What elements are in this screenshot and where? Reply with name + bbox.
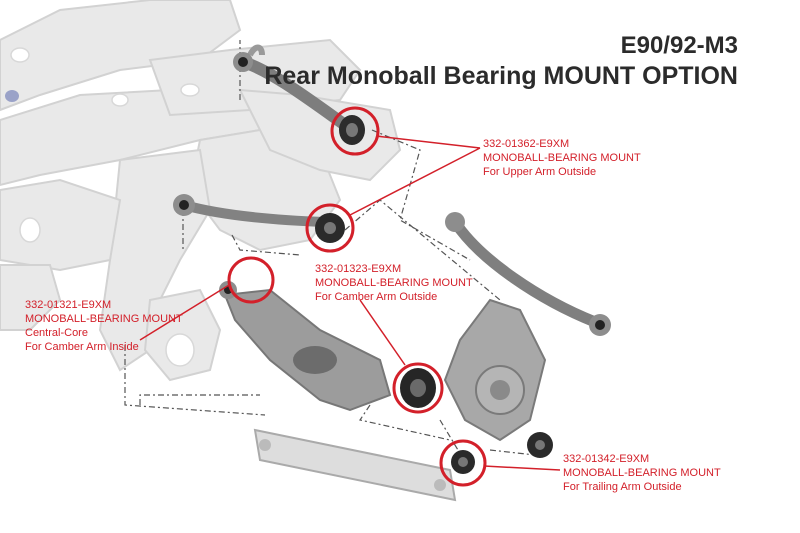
part-name: MONOBALL-BEARING MOUNT: [315, 277, 473, 289]
trailing-arm: [253, 428, 457, 502]
highlight-circles: [227, 106, 487, 487]
part-detail: For Camber Arm Inside: [25, 341, 139, 353]
model-title: E90/92-M3: [620, 32, 738, 59]
part-number: 332-01342-E9XM: [563, 453, 650, 465]
bushing-camber-arm-outside-detail: [400, 368, 436, 408]
part-name: MONOBALL-BEARING MOUNT: [563, 467, 721, 479]
part-number: 332-01362-E9XM: [483, 138, 570, 150]
part-detail: For Upper Arm Outside: [483, 166, 597, 178]
page-title: Rear Monoball Bearing MOUNT OPTION: [264, 62, 738, 90]
highlight-upper-arm-outside: [330, 106, 380, 156]
part-name: MONOBALL-BEARING MOUNT: [483, 152, 641, 164]
wheel-knuckle: [443, 298, 547, 442]
toe-link: [445, 212, 611, 336]
subframe-mount-highlight: [5, 90, 19, 102]
bushing-knuckle: [527, 432, 553, 458]
highlight-trailing-arm-outside: [439, 439, 487, 487]
callout-trailing-arm-outside: 332-01342-E9XM MONOBALL-BEARING MOUNT Fo…: [563, 452, 721, 494]
upper-control-arm: [233, 44, 351, 131]
part-detail: Central-Core: [25, 327, 88, 339]
subframe-holes: [10, 47, 200, 367]
part-number: 332-01323-E9XM: [315, 263, 402, 275]
rear-subframe: [0, 0, 402, 382]
callout-upper-arm-outside: 332-01362-E9XM MONOBALL-BEARING MOUNT Fo…: [483, 137, 641, 179]
bushing-upper-arm: [339, 115, 365, 145]
callout-camber-arm-outside: 332-01323-E9XM MONOBALL-BEARING MOUNT Fo…: [315, 262, 473, 304]
part-detail: For Camber Arm Outside: [315, 291, 438, 303]
callout-leader-lines: [139, 135, 561, 471]
highlight-camber-detail: [392, 362, 444, 414]
lower-control-arm: [219, 281, 392, 412]
part-number: 332-01321-E9XM: [25, 299, 112, 311]
highlight-camber-arm-inside: [227, 256, 275, 304]
bushing-camber-outside: [315, 213, 345, 243]
part-name: MONOBALL-BEARING MOUNT: [25, 313, 183, 325]
highlight-camber-arm-outside: [305, 203, 355, 253]
bushing-trailing-arm: [451, 450, 475, 474]
callout-camber-arm-inside: 332-01321-E9XM MONOBALL-BEARING MOUNT Ce…: [25, 298, 183, 354]
part-detail: For Trailing Arm Outside: [563, 481, 682, 493]
